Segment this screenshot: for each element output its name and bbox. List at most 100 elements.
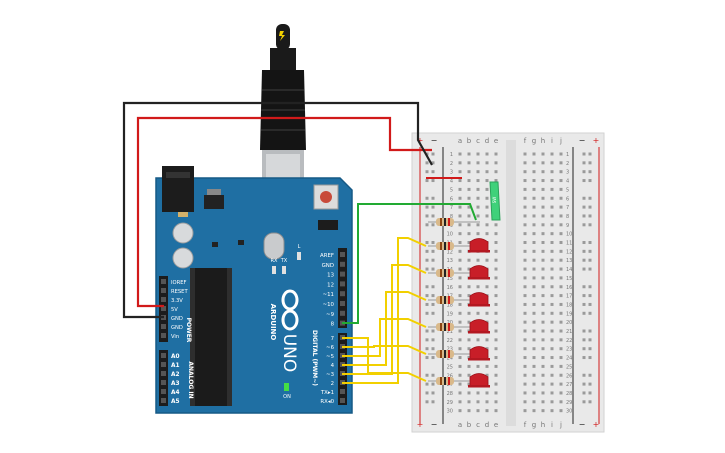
wire-signal-to-led[interactable]	[342, 291, 427, 366]
breadboard-hole	[458, 249, 462, 253]
digital-pin[interactable]	[340, 389, 345, 394]
analog-pin-label: A4	[171, 390, 180, 396]
analog-pin[interactable]	[161, 371, 166, 376]
breadboard-hole	[541, 196, 545, 200]
breadboard-hole	[458, 285, 462, 289]
led[interactable]	[469, 292, 489, 306]
switch-label: SW	[492, 197, 497, 204]
breadboard-hole	[559, 347, 563, 351]
analog-pin[interactable]	[161, 362, 166, 367]
analog-pin[interactable]	[161, 353, 166, 358]
breadboard-hole	[541, 364, 545, 368]
analog-pin[interactable]	[161, 389, 166, 394]
rail-hole	[588, 249, 592, 253]
breadboard-hole	[532, 161, 536, 165]
rail-hole	[582, 241, 586, 244]
rail-minus-bottom-left: −	[431, 420, 438, 429]
breadboard-hole	[476, 170, 480, 174]
row-label: 2	[566, 161, 569, 167]
breadboard-hole	[467, 196, 471, 200]
column-label: i	[551, 137, 553, 145]
power-pin[interactable]	[161, 279, 166, 284]
breadboard-hole	[550, 294, 554, 298]
breadboard-hole	[532, 347, 536, 351]
rail-hole	[425, 196, 429, 200]
digital-pin[interactable]	[340, 291, 345, 297]
breadboard-hole	[523, 258, 527, 262]
breadboard-hole	[541, 391, 545, 395]
digital-pin[interactable]	[340, 301, 345, 306]
row-label: 15	[447, 276, 453, 282]
resistor-band	[440, 296, 442, 304]
row-label: 19	[447, 311, 453, 317]
breadboard-hole	[476, 285, 480, 289]
arduino-uno-board[interactable]: RX TX L ON ARDUINO UNO IOREFRESET3.3V5VG…	[155, 166, 353, 414]
led[interactable]	[469, 373, 489, 387]
wire-signal-to-led[interactable]	[342, 237, 427, 384]
digital-pin[interactable]	[340, 252, 345, 257]
usb-strain-relief	[270, 48, 296, 70]
reset-button[interactable]	[313, 184, 339, 210]
wire-signal-to-led[interactable]	[342, 337, 427, 382]
breadboard-hole	[485, 373, 489, 377]
breadboard-hole	[559, 302, 563, 306]
digital-pin[interactable]	[340, 310, 345, 316]
power-pin[interactable]	[161, 324, 166, 329]
breadboard-hole	[550, 329, 554, 333]
breadboard-hole	[467, 285, 471, 289]
rail-hole	[431, 311, 435, 315]
breadboard-hole	[541, 214, 545, 218]
rail-hole	[582, 311, 586, 315]
rail-hole	[588, 152, 592, 156]
row-label: 10	[447, 232, 453, 238]
breadboard-hole	[550, 187, 554, 191]
column-label: a	[458, 137, 462, 145]
digital-pin-label: 7	[331, 336, 334, 342]
breadboard-hole	[485, 179, 489, 183]
analog-pin[interactable]	[161, 398, 166, 403]
breadboard-hole	[485, 205, 489, 209]
digital-pin[interactable]	[340, 261, 345, 267]
wire-pin8-to-switch[interactable]	[342, 203, 477, 324]
row-label: 22	[447, 338, 453, 344]
power-pin[interactable]	[161, 306, 166, 311]
push-switch[interactable]: SW	[489, 181, 501, 221]
breadboard-hole	[550, 249, 554, 253]
breadboard-hole	[467, 161, 471, 165]
resistor-band	[444, 242, 446, 250]
breadboard-hole	[523, 391, 527, 395]
power-pin[interactable]	[161, 333, 166, 338]
breadboard-hole	[550, 400, 554, 404]
led[interactable]	[469, 346, 489, 360]
rail-hole	[431, 196, 435, 200]
power-pin[interactable]	[161, 297, 166, 302]
breadboard-hole	[550, 364, 554, 368]
breadboard-hole	[494, 311, 498, 315]
rail-minus-bottom-right: −	[579, 420, 586, 429]
wire-5v-to-rail[interactable]	[136, 116, 432, 308]
power-pin-label: 5V	[171, 307, 178, 313]
breadboard-hole	[532, 152, 536, 156]
led[interactable]	[469, 265, 489, 279]
column-label: j	[559, 137, 562, 145]
digital-pin[interactable]	[340, 271, 345, 277]
rail-hole	[425, 205, 429, 209]
led[interactable]	[469, 319, 489, 333]
wire-signal-to-led[interactable]	[342, 345, 427, 355]
breadboard-hole	[559, 205, 563, 209]
wire-gnd-to-rail[interactable]	[122, 101, 433, 319]
led[interactable]	[469, 238, 489, 252]
digital-pin[interactable]	[340, 398, 345, 403]
digital-header-lower	[338, 333, 347, 405]
column-label: d	[485, 137, 489, 145]
breadboard-hole	[467, 241, 471, 244]
digital-pin[interactable]	[340, 281, 345, 287]
rail-plus-bottom-right: +	[593, 420, 600, 429]
breadboard-hole	[541, 409, 545, 413]
breadboard-hole	[467, 320, 471, 324]
power-pin[interactable]	[161, 288, 166, 293]
row-label: 7	[566, 205, 569, 211]
analog-pin[interactable]	[161, 380, 166, 385]
breadboard-hole	[559, 170, 563, 174]
breadboard-hole	[550, 320, 554, 324]
